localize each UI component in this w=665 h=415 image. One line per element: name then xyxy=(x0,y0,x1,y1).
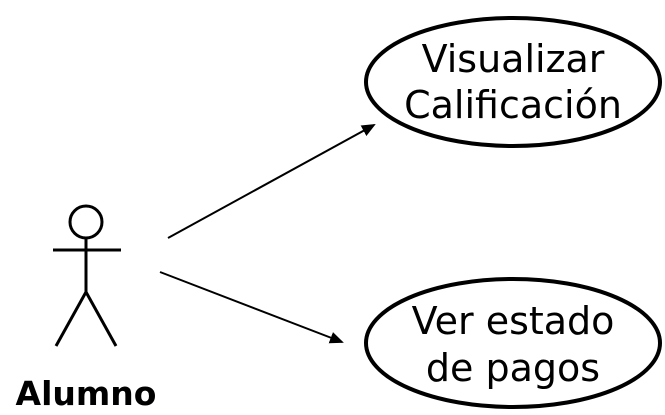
association-arrow-pagos xyxy=(159,271,344,344)
actor-figure xyxy=(53,204,121,347)
use-case-visualizar-calificacion: Visualizar Calificación xyxy=(364,16,662,148)
use-case-ellipse xyxy=(364,277,662,409)
use-case-ver-estado-de-pagos: Ver estado de pagos xyxy=(364,277,662,409)
use-case-label-line2: Calificación xyxy=(404,83,622,127)
use-case-label-line1: Visualizar xyxy=(422,37,605,81)
use-case-ellipse xyxy=(364,16,662,148)
use-case-label-line1: Ver estado xyxy=(412,299,615,343)
association-arrow-visualizar xyxy=(167,124,376,239)
actor-right-leg xyxy=(84,291,118,347)
use-case-label-line2: de pagos xyxy=(426,346,600,390)
actor-label: Alumno xyxy=(16,374,157,413)
actor-left-leg xyxy=(54,291,88,347)
actor-head xyxy=(68,204,104,240)
